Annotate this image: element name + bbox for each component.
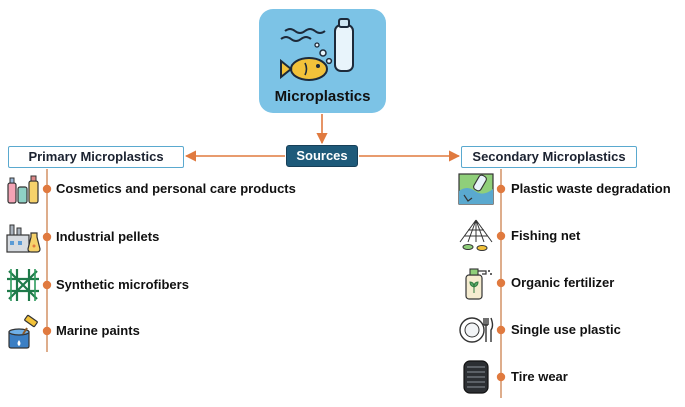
- secondary-dot: [496, 325, 506, 335]
- primary-microplastics-node: Primary Microplastics: [8, 146, 184, 168]
- secondary-item-label: Organic fertilizer: [511, 275, 615, 290]
- primary-dot: [42, 280, 52, 290]
- primary-dot: [42, 326, 52, 336]
- fertilizer-sprayer-icon: [458, 265, 494, 301]
- primary-item-label: Marine paints: [56, 323, 140, 338]
- primary-item-label: Synthetic microfibers: [56, 277, 189, 292]
- secondary-microplastics-node: Secondary Microplastics: [461, 146, 637, 168]
- secondary-dot: [496, 231, 506, 241]
- primary-item-label: Industrial pellets: [56, 229, 160, 244]
- secondary-item-label: Fishing net: [511, 228, 581, 243]
- cosmetics-icon: [5, 171, 41, 207]
- secondary-item-label: Single use plastic: [511, 322, 621, 337]
- tire-icon: [458, 359, 494, 395]
- microplastics-card: Microplastics: [259, 9, 386, 113]
- primary-dot: [42, 184, 52, 194]
- secondary-item-label: Plastic waste degradation: [511, 181, 671, 196]
- secondary-item-label: Tire wear: [511, 369, 568, 384]
- secondary-dot: [496, 278, 506, 288]
- secondary-dot: [496, 184, 506, 194]
- factory-icon: [5, 219, 41, 255]
- microfiber-icon: [5, 267, 41, 303]
- sources-node: Sources: [286, 145, 358, 167]
- primary-item-label: Cosmetics and personal care products: [56, 181, 296, 196]
- paint-bucket-icon: [5, 314, 41, 350]
- plastic-waste-icon: [458, 171, 494, 207]
- secondary-dot: [496, 372, 506, 382]
- fishing-net-icon: [458, 218, 494, 254]
- primary-dot: [42, 232, 52, 242]
- plate-cutlery-icon: [458, 312, 494, 348]
- fish-bottle-icon: [280, 18, 354, 81]
- hero-title: Microplastics: [274, 88, 371, 105]
